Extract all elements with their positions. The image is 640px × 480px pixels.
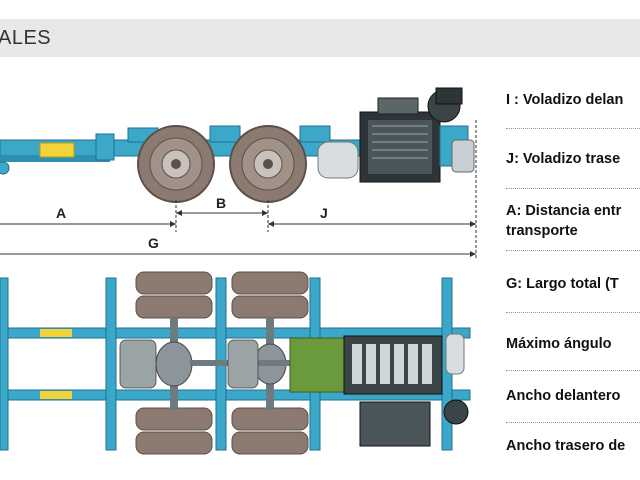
spec-divider-5 <box>506 370 640 371</box>
top-yellow-marker-lower <box>40 391 72 399</box>
side-crossmember <box>95 133 115 161</box>
spec-divider-3 <box>506 250 640 251</box>
side-yellow-marker <box>39 142 75 158</box>
dimension-label-j: J <box>320 205 328 221</box>
spec-item-rear-width: Ancho trasero de <box>506 436 640 456</box>
dimension-arrows <box>170 210 476 257</box>
top-view <box>0 271 471 455</box>
spec-divider-2 <box>506 188 640 189</box>
spec-label: Ancho trasero de <box>506 438 626 454</box>
spec-label: Ancho delantero <box>506 388 621 404</box>
spec-label: A: Distancia entr <box>506 203 622 219</box>
spec-item-front-width: Ancho delantero <box>506 386 640 406</box>
top-rail-upper <box>0 327 471 339</box>
spec-item-wheelbase: A: Distancia entr transporte <box>506 201 640 241</box>
top-tires <box>135 271 309 455</box>
top-suspension <box>119 339 259 389</box>
spec-label-line2: transporte <box>506 223 578 239</box>
spec-label: J: Voladizo trase <box>506 151 621 167</box>
side-view: A B J G <box>0 87 477 260</box>
top-differential-front <box>155 341 193 387</box>
spec-label: I : Voladizo delan <box>506 92 624 108</box>
dimension-label-a: A <box>56 205 66 221</box>
spec-label: G: Largo total (T <box>506 276 619 292</box>
side-dimensions <box>0 120 477 260</box>
chassis-diagram: A B J G <box>0 87 477 455</box>
side-wheel-rear <box>229 125 307 203</box>
spec-item-front-overhang: I : Voladizo delan <box>506 90 640 110</box>
top-engine <box>289 333 469 447</box>
spec-divider-1 <box>506 128 640 129</box>
spec-item-total-length: G: Largo total (T <box>506 274 640 294</box>
section-title: ALES <box>0 27 52 49</box>
side-frame-lower <box>0 156 110 162</box>
side-wheel-front <box>137 125 215 203</box>
spec-item-rear-overhang: J: Voladizo trase <box>506 149 640 169</box>
side-engine <box>359 87 475 183</box>
spec-item-max-angle: Máximo ángulo <box>506 334 640 354</box>
dimension-label-b: B <box>216 195 226 211</box>
spec-divider-4 <box>506 312 640 313</box>
front-hook <box>0 161 10 175</box>
spec-label: Máximo ángulo <box>506 336 612 352</box>
side-suspension-rear <box>299 125 331 143</box>
spec-divider-6 <box>506 422 640 423</box>
top-yellow-marker-upper <box>40 329 72 337</box>
top-rail-lower <box>0 389 471 401</box>
section-header: ALES <box>0 19 640 57</box>
dimension-label-g: G <box>148 235 159 251</box>
side-suspension-mid <box>209 125 241 143</box>
top-crossmember-front <box>0 277 9 451</box>
side-fuel-tank <box>317 141 359 179</box>
top-crossmember-1 <box>105 277 117 451</box>
